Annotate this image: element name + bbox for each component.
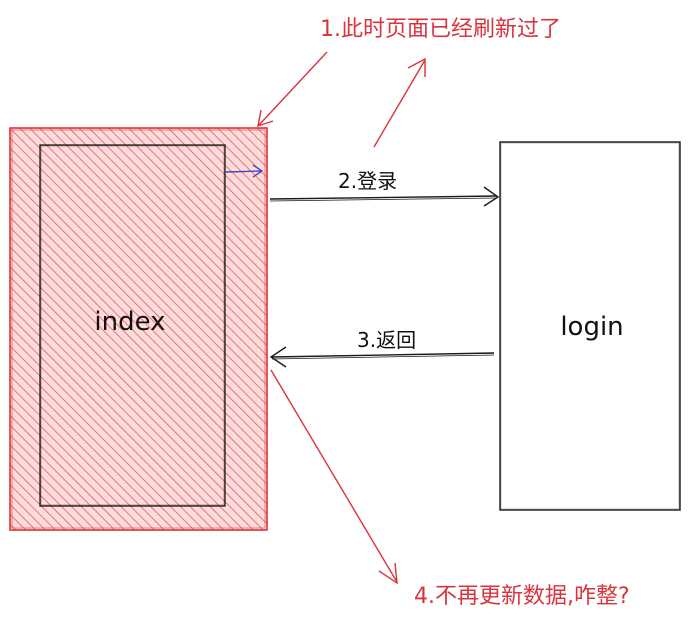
login-label: login	[560, 312, 623, 342]
arrow-up-to-note1	[373, 57, 426, 148]
index-label: index	[94, 307, 165, 337]
arrow-return	[269, 346, 495, 368]
index-box	[39, 144, 226, 507]
arrow-index-to-note4	[270, 369, 398, 585]
login-box	[499, 141, 681, 511]
blue-refresh-arrow	[225, 164, 264, 178]
step3-label: 3.返回	[357, 328, 416, 352]
step2-label: 2.登录	[338, 169, 397, 193]
arrow-login	[269, 186, 500, 207]
step1-note: 1.此时页面已经刷新过了	[320, 17, 561, 42]
arrow-note1-to-index	[257, 51, 328, 128]
step4-note: 4.不再更新数据,咋整?	[414, 584, 630, 609]
